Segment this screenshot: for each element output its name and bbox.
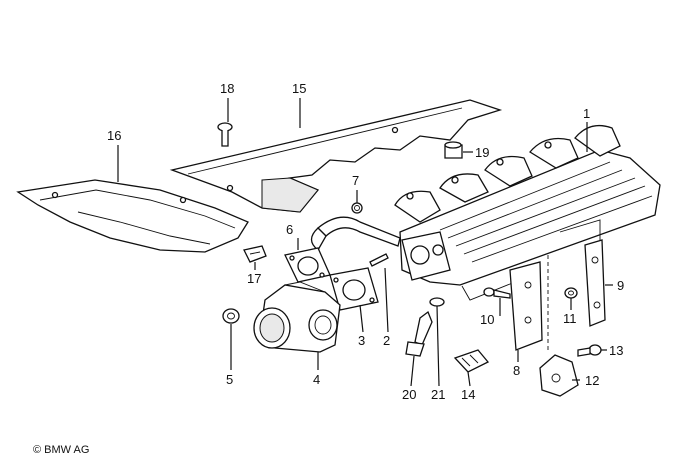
o-ring-21: [429, 297, 445, 307]
bracket-9: [584, 239, 606, 327]
callout-10: 10: [480, 312, 494, 327]
callout-labels: 1 2 3 4 5 6 7 8 9 10 11 12 13 14 15 16 1…: [107, 81, 624, 402]
heat-shield-left: [16, 179, 249, 253]
copyright-notice: © BMW AG: [33, 444, 90, 456]
callout-14: 14: [461, 387, 475, 402]
coolant-pipe: [310, 202, 401, 251]
connector-14: [453, 349, 490, 373]
callout-20: 20: [402, 387, 416, 402]
callout-18: 18: [220, 81, 234, 96]
callout-13: 13: [609, 343, 623, 358]
sensor-20: [405, 310, 433, 357]
bolt-13: [577, 344, 602, 357]
stud-bolt-2: [369, 253, 389, 267]
callout-15: 15: [292, 81, 306, 96]
bolt-10: [483, 287, 511, 299]
callout-11: 11: [563, 311, 577, 326]
callout-8: 8: [513, 363, 520, 378]
callout-2: 2: [383, 333, 390, 348]
callout-17: 17: [247, 271, 261, 286]
callout-5: 5: [226, 372, 233, 387]
callout-16: 16: [107, 128, 121, 143]
leader-lines: [117, 98, 613, 387]
bracket-12: [539, 354, 579, 397]
callout-4: 4: [313, 372, 320, 387]
gasket-6: [284, 247, 331, 283]
grommet-19: [444, 141, 463, 159]
callout-19: 19: [475, 145, 489, 160]
clip-17: [243, 245, 267, 263]
callout-3: 3: [358, 333, 365, 348]
nut-5: [222, 308, 240, 324]
callout-7: 7: [352, 173, 359, 188]
throttle-housing: [253, 281, 341, 353]
callout-21: 21: [431, 387, 445, 402]
intake-manifold: [394, 124, 661, 301]
callout-1: 1: [583, 106, 590, 121]
callout-9: 9: [617, 278, 624, 293]
heat-shield-upper: [169, 99, 503, 213]
nut-11: [564, 287, 578, 299]
callout-6: 6: [286, 222, 293, 237]
gasket-3: [329, 267, 379, 311]
bracket-8: [509, 255, 549, 351]
callout-12: 12: [585, 373, 599, 388]
bolt-18: [217, 122, 233, 147]
